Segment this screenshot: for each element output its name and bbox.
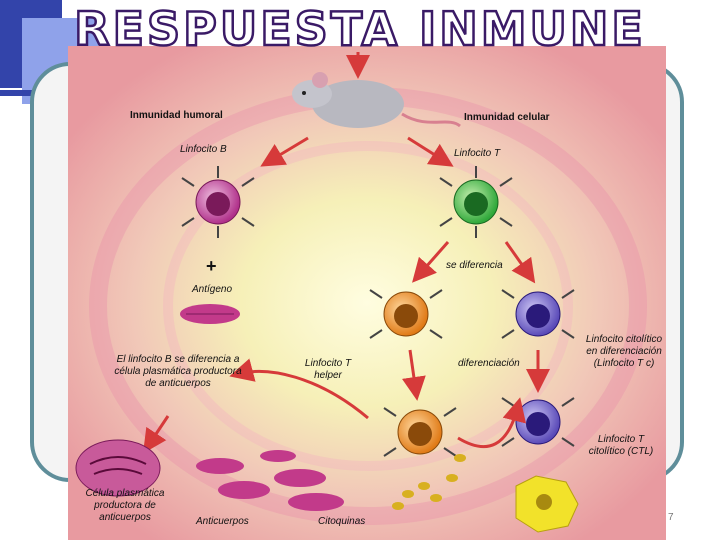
label-citolitico-dif: Linfocito citolítico en diferenciación (… (585, 334, 663, 369)
arrow-helper-to-ctl (457, 397, 526, 449)
arrow-humoral (260, 136, 309, 167)
arrow-to-cytotoxic (504, 241, 536, 284)
label-linfocito-t: Linfocito T (454, 148, 501, 159)
label-b-diferencia: El linfocito B se diferencia a célula pl… (114, 354, 242, 389)
label-citoquinas: Citoquinas (318, 516, 366, 527)
label-celular: Inmunidad celular (464, 112, 550, 123)
slide-title: RESPUESTA INMUNE (73, 1, 646, 58)
label-linfocito-b: Linfocito B (180, 144, 227, 155)
arrow-helper-down (401, 349, 426, 401)
label-plasmatica: Célula plasmática productora de anticuer… (85, 488, 165, 523)
b-cell (181, 166, 255, 238)
cytotoxic-t-cell-1 (501, 289, 575, 339)
mouse-illustration (292, 72, 461, 128)
label-diferenciacion: diferenciación (458, 358, 520, 369)
cytokines-group (392, 454, 466, 510)
figure-background (68, 46, 666, 540)
arrow-to-helper (412, 241, 450, 283)
helper-t-cell-1 (369, 289, 443, 339)
t-cell (439, 166, 513, 238)
label-anticuerpos: Anticuerpos (196, 516, 249, 527)
arrow-helper-to-b (229, 358, 369, 420)
arrow-to-plasma (143, 415, 170, 454)
label-antigeno: Antígeno (192, 284, 233, 295)
helper-t-cell-2 (383, 407, 457, 457)
label-ctl: Linfocito T citolítico (CTL) (588, 434, 654, 457)
slide-title-container: RESPUESTA INMUNE (0, 1, 720, 58)
figure-artwork (68, 46, 666, 540)
antibodies-group (196, 450, 344, 511)
page-number: 7 (668, 512, 674, 523)
label-plus: + (206, 256, 217, 276)
immune-response-figure: Inmunidad humoral Inmunidad celular Linf… (68, 46, 666, 540)
arrow-celular (407, 136, 454, 167)
label-t-helper: Linfocito T helper (304, 358, 352, 381)
label-se-diferencia: se diferencia (446, 260, 503, 271)
label-humoral: Inmunidad humoral (130, 110, 223, 121)
